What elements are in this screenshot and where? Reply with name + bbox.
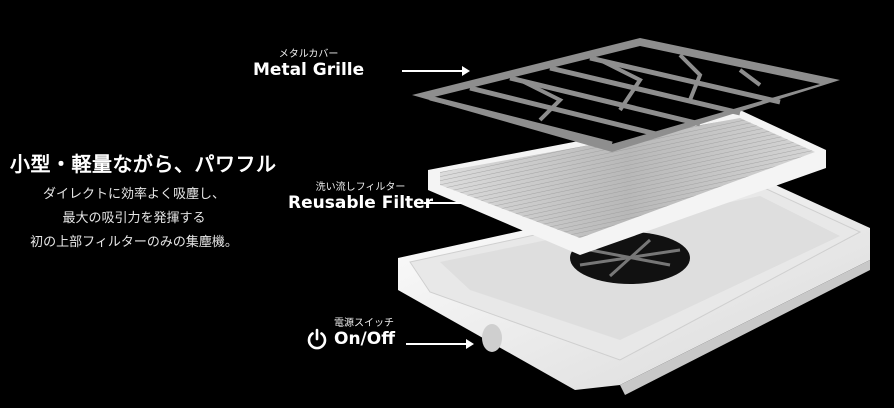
grille-arrow-icon — [402, 66, 470, 76]
description: ダイレクトに効率よく吸塵し、 最大の吸引力を発揮する 初の上部フィルターのみの集… — [14, 183, 254, 255]
description-line: 最大の吸引力を発揮する — [62, 211, 206, 226]
reusable-filter-label-en: Reusable Filter — [288, 193, 434, 213]
power-switch-label-jp: 電源スイッチ — [334, 318, 394, 329]
metal-grille-layer — [412, 38, 840, 152]
power-switch-label: 電源スイッチ On/Off — [306, 314, 395, 350]
reusable-filter-label: 洗い流しフィルター Reusable Filter — [288, 178, 433, 213]
reusable-filter-label-jp: 洗い流しフィルター — [315, 182, 406, 193]
switch-arrow-icon — [406, 339, 474, 349]
power-icon — [307, 328, 327, 350]
power-switch-label-en: On/Off — [334, 329, 395, 349]
description-line: 初の上部フィルターのみの集塵機。 — [30, 235, 238, 250]
metal-grille-label-jp: メタルカバー — [278, 49, 339, 60]
filter-leader-line — [424, 202, 462, 204]
metal-grille-label-en: Metal Grille — [253, 60, 365, 80]
metal-grille-label: メタルカバー Metal Grille — [253, 45, 364, 80]
base-unit — [398, 178, 870, 395]
description-line: ダイレクトに効率よく吸塵し、 — [42, 187, 225, 202]
filter-layer — [428, 110, 826, 255]
headline: 小型・軽量ながら、パワフル — [10, 152, 277, 176]
